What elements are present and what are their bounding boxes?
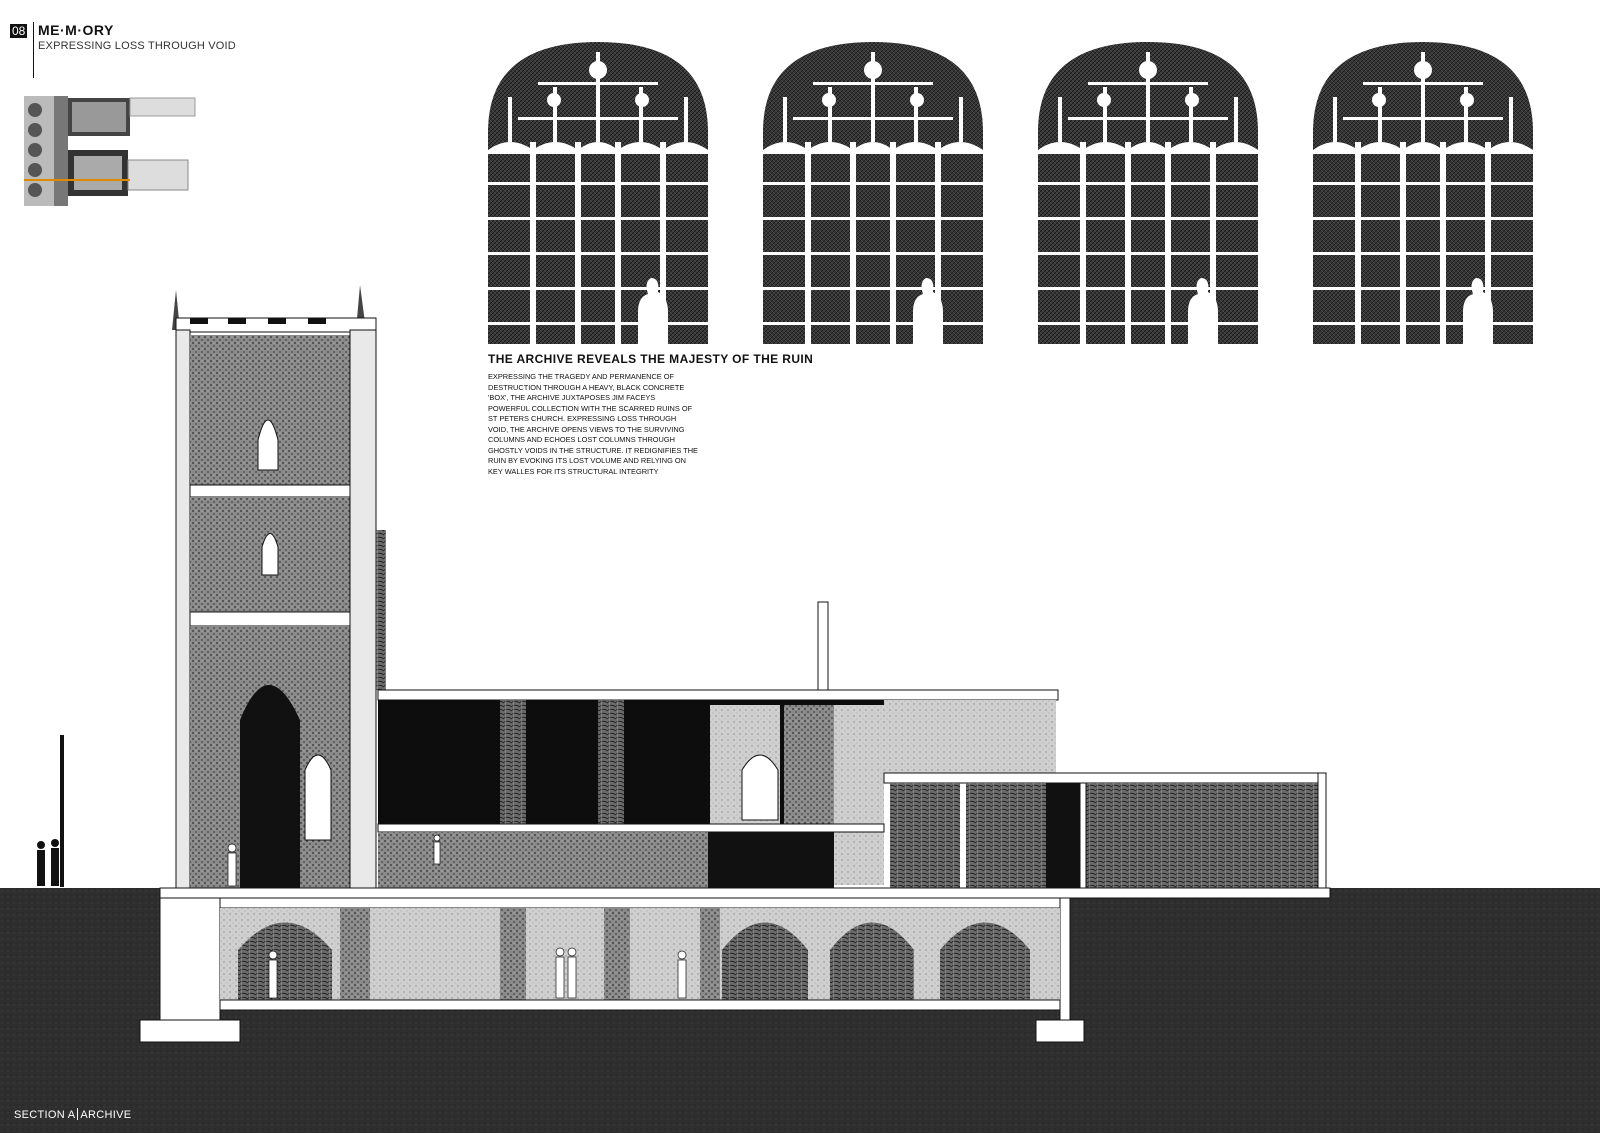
header-divider bbox=[33, 22, 34, 78]
section-heading: THE ARCHIVE REVEALS THE MAJESTY OF THE R… bbox=[488, 352, 814, 366]
building-section-icon bbox=[0, 285, 1600, 1133]
sheet-title: ME·M·ORY bbox=[38, 22, 114, 38]
footer-divider bbox=[77, 1108, 79, 1120]
section-label-right: ARCHIVE bbox=[80, 1109, 132, 1121]
sheet-subtitle: EXPRESSING LOSS THROUGH VOID bbox=[38, 40, 236, 52]
sheet-number: 08 bbox=[10, 24, 28, 38]
section-label: SECTION A ARCHIVE bbox=[14, 1108, 131, 1121]
key-plan-icon bbox=[20, 90, 205, 212]
description-text: EXPRESSING THE TRAGEDY AND PERMANENCE OF… bbox=[488, 372, 698, 476]
section-label-left: SECTION A bbox=[14, 1109, 76, 1121]
